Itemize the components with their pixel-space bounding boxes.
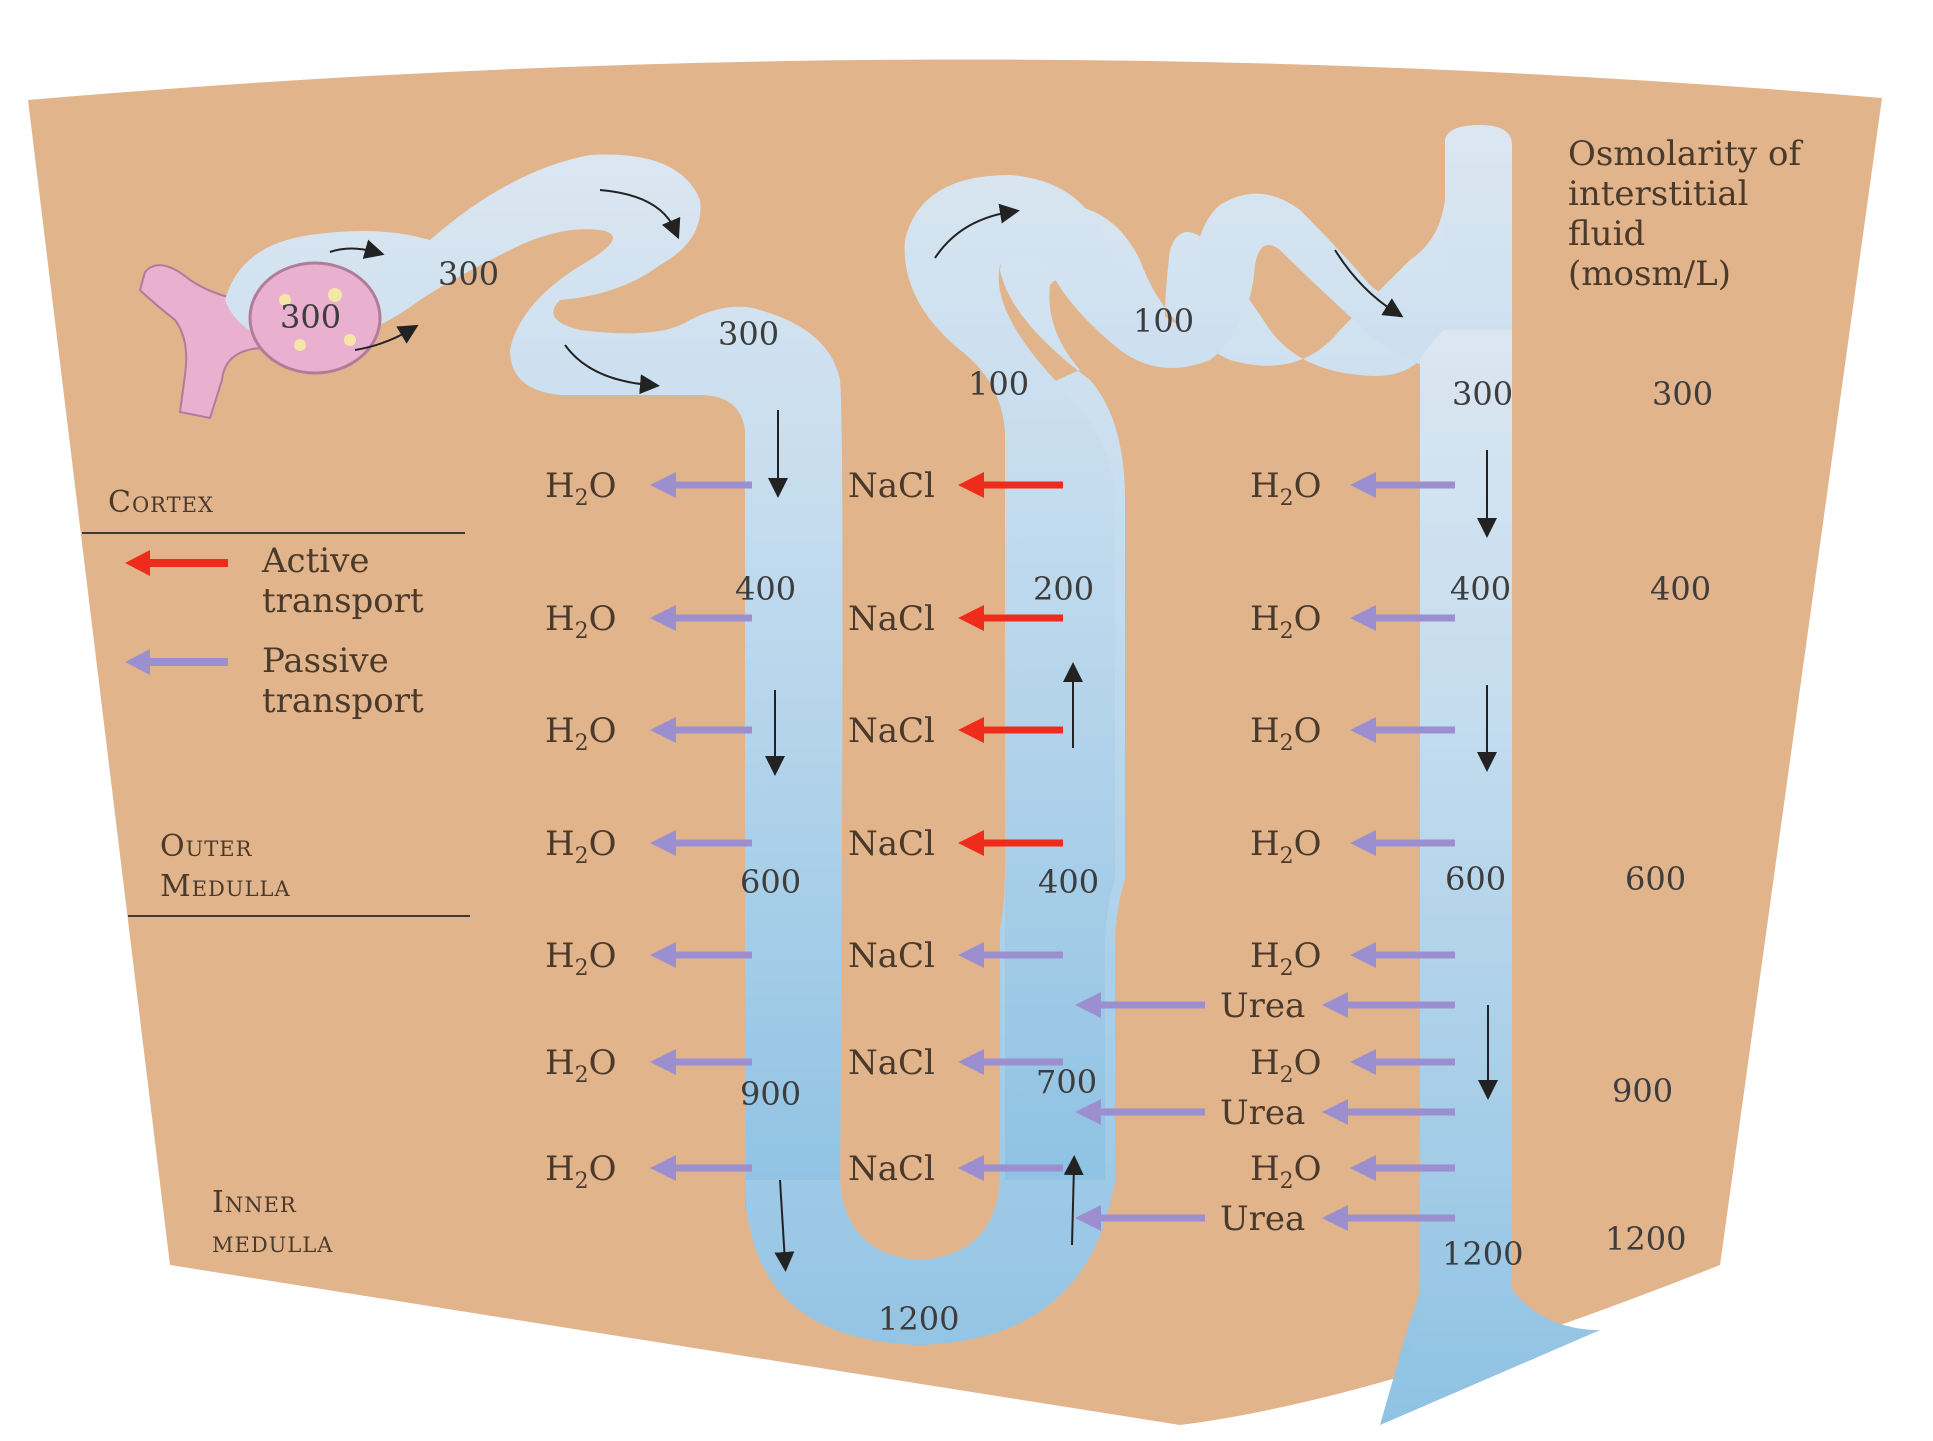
descending-limb-value: 400 bbox=[735, 570, 796, 608]
glomerulus-dot bbox=[344, 334, 356, 346]
collecting-duct-value: 400 bbox=[1450, 570, 1511, 608]
zone-cortex: Cortex bbox=[108, 485, 214, 520]
nacl-label: NaCl bbox=[848, 599, 935, 639]
nacl-label: NaCl bbox=[848, 824, 935, 864]
nacl-label: NaCl bbox=[848, 466, 935, 506]
nacl-label: NaCl bbox=[848, 711, 935, 751]
urea-label: Urea bbox=[1220, 1199, 1305, 1239]
legend-active-2: transport bbox=[262, 581, 424, 621]
descending-limb-value: 900 bbox=[740, 1075, 801, 1113]
zone-outer-1: Outer bbox=[160, 829, 253, 864]
collecting-duct-value: 300 bbox=[1452, 375, 1513, 413]
interstitial-value: 900 bbox=[1612, 1072, 1673, 1110]
proximal-osmolarity-2: 300 bbox=[718, 315, 779, 353]
distal-tubule-value: 100 bbox=[1133, 302, 1194, 340]
zone-outer-2: Medulla bbox=[160, 869, 291, 904]
interstitial-value: 300 bbox=[1652, 375, 1713, 413]
zone-inner-1: Inner bbox=[212, 1185, 297, 1220]
nacl-label: NaCl bbox=[848, 1043, 935, 1083]
legend-passive-2: transport bbox=[262, 681, 424, 721]
zone-inner-2: medulla bbox=[212, 1225, 333, 1260]
urea-label: Urea bbox=[1220, 986, 1305, 1026]
interstitial-value: 1200 bbox=[1605, 1220, 1686, 1258]
header-line-3: fluid bbox=[1568, 214, 1645, 254]
glomerulus-dot bbox=[294, 339, 306, 351]
ascending-limb-value: 700 bbox=[1036, 1063, 1097, 1101]
loop-bottom-value: 1200 bbox=[878, 1300, 959, 1338]
descending-limb-value: 600 bbox=[740, 863, 801, 901]
legend-passive-1: Passive bbox=[262, 641, 389, 681]
ascending-limb-value: 200 bbox=[1033, 570, 1094, 608]
ascending-limb-value: 100 bbox=[968, 365, 1029, 403]
urea-label: Urea bbox=[1220, 1093, 1305, 1133]
interstitial-value: 600 bbox=[1625, 860, 1686, 898]
header-line-1: Osmolarity of bbox=[1568, 134, 1803, 174]
glomerulus-osmolarity: 300 bbox=[280, 298, 341, 336]
header-line-2: interstitial bbox=[1568, 174, 1748, 214]
ascending-limb-value: 400 bbox=[1038, 863, 1099, 901]
nacl-label: NaCl bbox=[848, 936, 935, 976]
collecting-duct-value: 1200 bbox=[1442, 1235, 1523, 1273]
proximal-osmolarity-1: 300 bbox=[438, 255, 499, 293]
legend-active-1: Active bbox=[261, 541, 369, 581]
nacl-label: NaCl bbox=[848, 1149, 935, 1189]
header-line-4: (mosm/L) bbox=[1568, 254, 1731, 294]
interstitial-value: 400 bbox=[1650, 570, 1711, 608]
collecting-duct-value: 600 bbox=[1445, 860, 1506, 898]
